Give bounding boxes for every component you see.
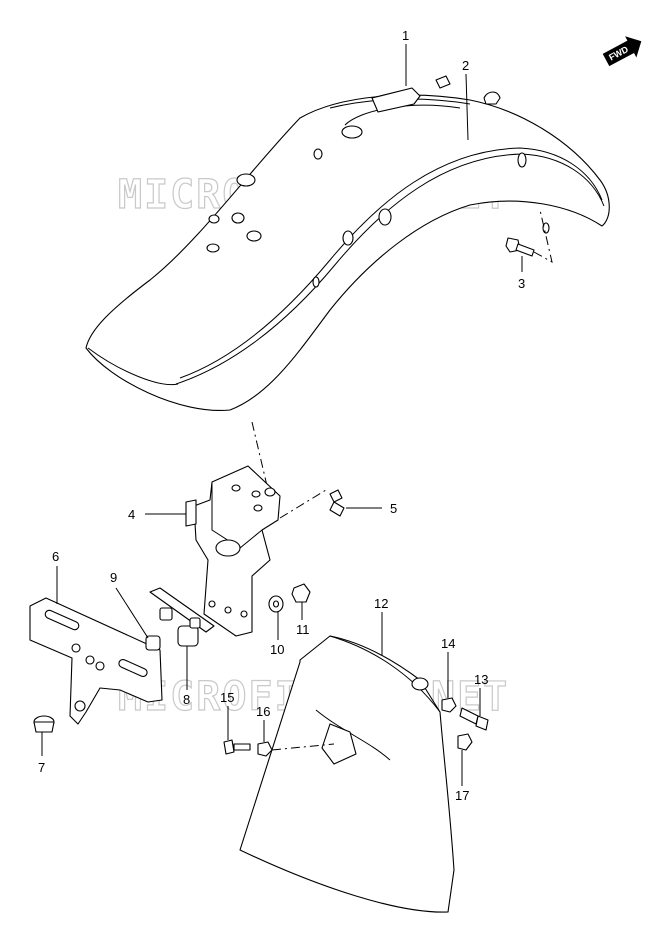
leader-3-dash: [533, 209, 553, 263]
nut-14: [441, 697, 457, 713]
callout-17: 17: [455, 788, 469, 803]
leader-fender-bracket: [251, 421, 269, 491]
screw-15: [223, 739, 251, 755]
callout-10: 10: [270, 642, 284, 657]
callout-14: 14: [441, 636, 455, 651]
callout-7: 7: [38, 760, 45, 775]
leader-5-dash: [279, 489, 327, 519]
callout-15: 15: [220, 690, 234, 705]
washer-10: [268, 595, 284, 613]
leader-2: [465, 73, 469, 141]
bolt-5: [329, 489, 345, 517]
rear-fender: [85, 75, 610, 412]
callout-16: 16: [256, 704, 270, 719]
license-plate-bracket: [29, 597, 163, 725]
nut-11: [291, 583, 311, 603]
callout-13: 13: [474, 672, 488, 687]
bolt-3: [505, 237, 535, 257]
fwd-arrow-icon: FWD: [602, 36, 642, 67]
leader-16-dash: [271, 743, 335, 751]
callout-11: 11: [296, 622, 310, 637]
callout-9: 9: [110, 570, 117, 585]
callout-2: 2: [462, 58, 469, 73]
callout-12: 12: [374, 596, 388, 611]
callout-5: 5: [390, 501, 397, 516]
reflector-bracket: [145, 587, 215, 651]
callout-8: 8: [183, 692, 190, 707]
cushion-7: [33, 715, 55, 733]
nut-16: [257, 741, 273, 757]
callout-1: 1: [402, 28, 409, 43]
mud-flap: [239, 635, 455, 913]
fender-bracket: [185, 465, 281, 637]
callout-6: 6: [52, 549, 59, 564]
nut-17: [457, 733, 473, 751]
callout-4: 4: [128, 507, 135, 522]
leader-9: [115, 587, 149, 639]
bolt-13: [459, 707, 489, 731]
callout-3: 3: [518, 276, 525, 291]
